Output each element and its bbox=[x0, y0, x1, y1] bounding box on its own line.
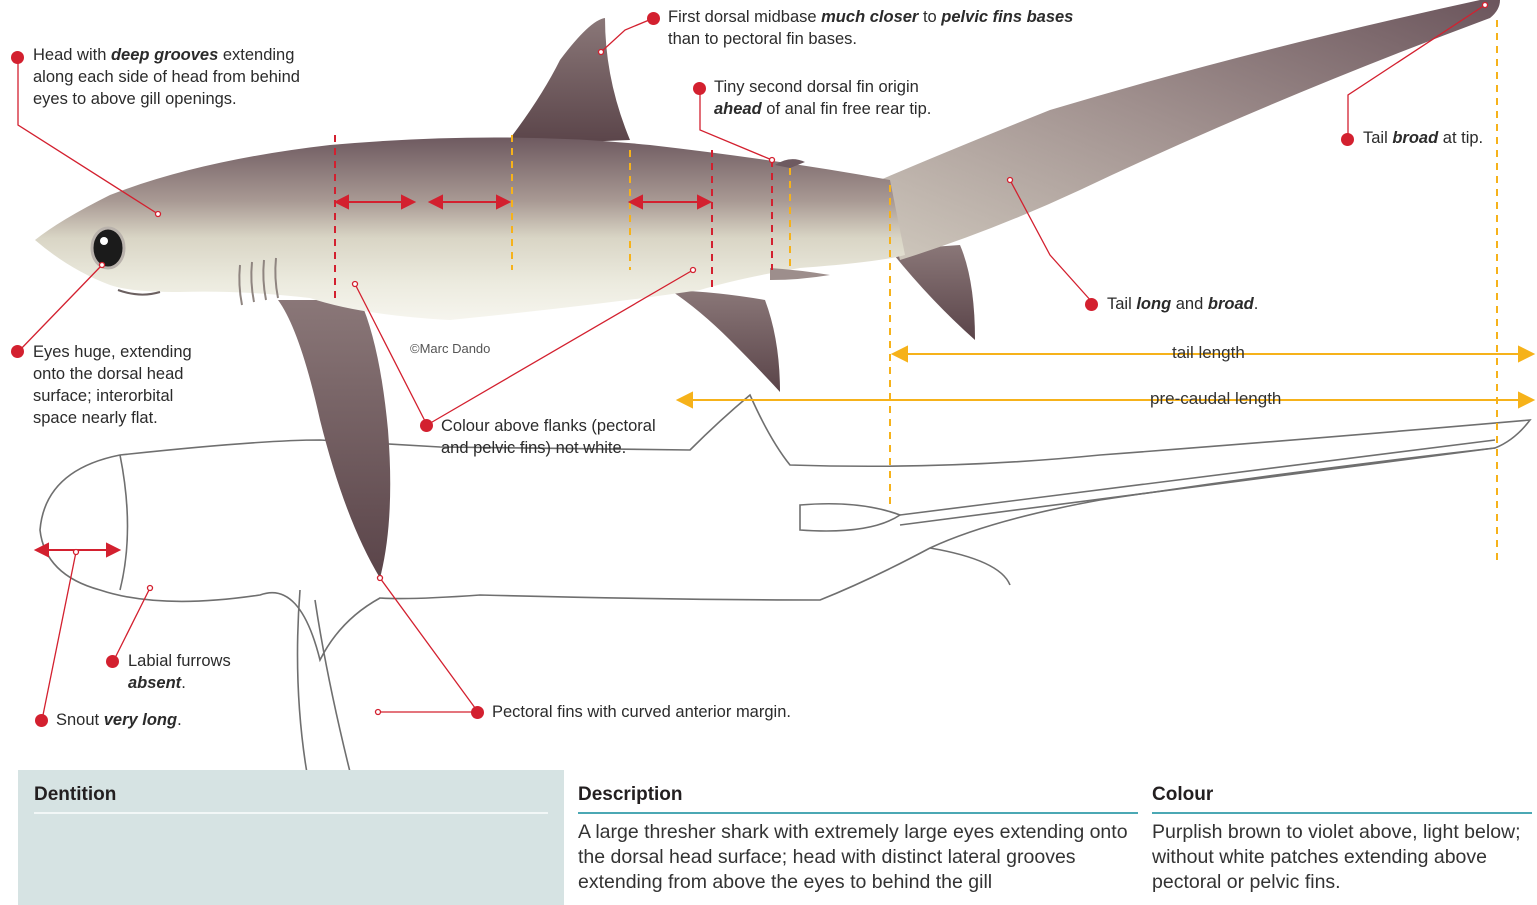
length-arrows bbox=[678, 347, 1533, 407]
pre-caudal-length-label: pre-caudal length bbox=[1150, 389, 1281, 409]
colour-panel: Colour Purplish brown to violet above, l… bbox=[1152, 770, 1532, 905]
callout-marker bbox=[420, 419, 433, 432]
colour-heading: Colour bbox=[1152, 784, 1532, 806]
callout-marker bbox=[106, 655, 119, 668]
callout-colour-flanks: Colour above flanks (pectoral and pelvic… bbox=[441, 415, 656, 459]
description-text: A large thresher shark with extremely la… bbox=[578, 820, 1138, 895]
callout-tail-long: Tail long and broad. bbox=[1107, 293, 1258, 315]
callout-second-dorsal: Tiny second dorsal fin origin ahead of a… bbox=[714, 76, 931, 120]
callout-marker bbox=[35, 714, 48, 727]
description-rule bbox=[578, 812, 1138, 814]
callout-eyes: Eyes huge, extending onto the dorsal hea… bbox=[33, 341, 192, 429]
callout-marker bbox=[1341, 133, 1354, 146]
callout-head-grooves: Head with deep grooves extending along e… bbox=[33, 44, 300, 110]
callout-marker bbox=[693, 82, 706, 95]
tail-length-label: tail length bbox=[1172, 343, 1245, 363]
callout-marker bbox=[11, 51, 24, 64]
callout-marker bbox=[11, 345, 24, 358]
callout-tail-tip: Tail broad at tip. bbox=[1363, 127, 1483, 149]
callout-marker bbox=[471, 706, 484, 719]
dentition-heading: Dentition bbox=[34, 784, 548, 806]
image-credit: ©Marc Dando bbox=[410, 341, 490, 356]
colour-text: Purplish brown to violet above, light be… bbox=[1152, 820, 1532, 895]
dentition-panel: Dentition bbox=[18, 770, 564, 905]
callout-labial-furrows: Labial furrows absent. bbox=[128, 650, 231, 694]
description-heading: Description bbox=[578, 784, 1138, 806]
description-panel: Description A large thresher shark with … bbox=[578, 770, 1138, 905]
colour-rule bbox=[1152, 812, 1532, 814]
callout-first-dorsal: First dorsal midbase much closer to pelv… bbox=[668, 6, 1073, 50]
callout-pectoral-fins: Pectoral fins with curved anterior margi… bbox=[492, 701, 791, 723]
dentition-rule bbox=[34, 812, 548, 814]
callout-marker bbox=[1085, 298, 1098, 311]
callout-snout: Snout very long. bbox=[56, 709, 182, 731]
callout-marker bbox=[647, 12, 660, 25]
